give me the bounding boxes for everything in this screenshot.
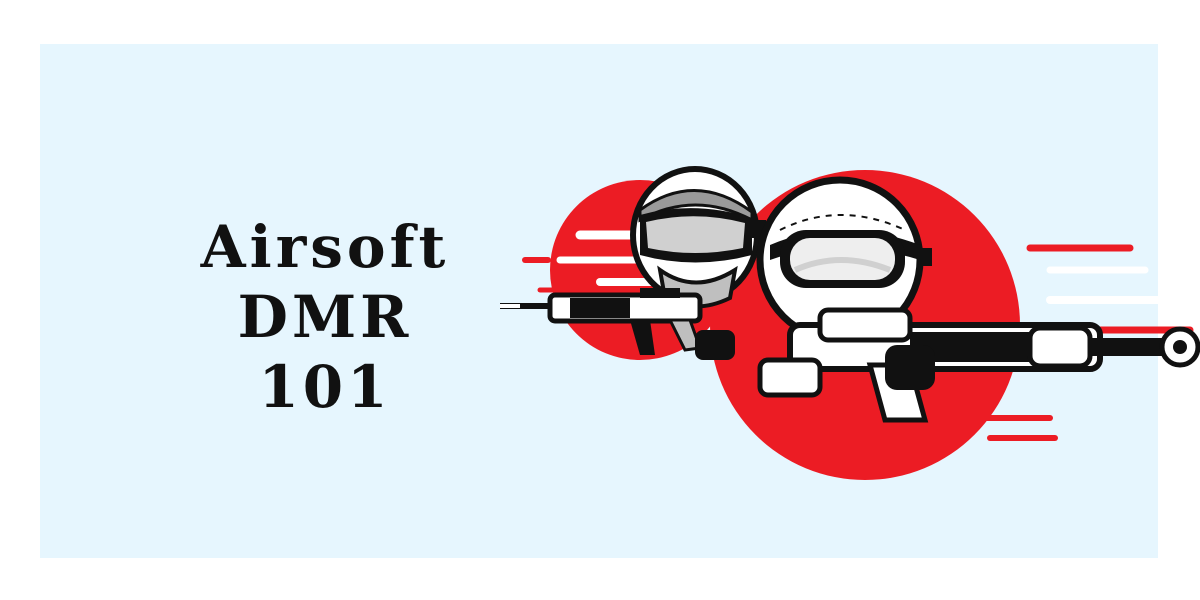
- dmr-rifle-icon: [757, 307, 1200, 423]
- goggled-player-icon: [756, 176, 932, 344]
- title-line-2: DMR: [237, 283, 413, 351]
- page-title: Airsoft DMR 101: [150, 212, 500, 422]
- title-line-1: Airsoft: [200, 213, 450, 281]
- masked-player-icon: [630, 166, 766, 309]
- assault-rifle-icon: [500, 288, 735, 360]
- airsoft-players-illustration: [500, 166, 1200, 480]
- title-line-3: 101: [258, 353, 392, 421]
